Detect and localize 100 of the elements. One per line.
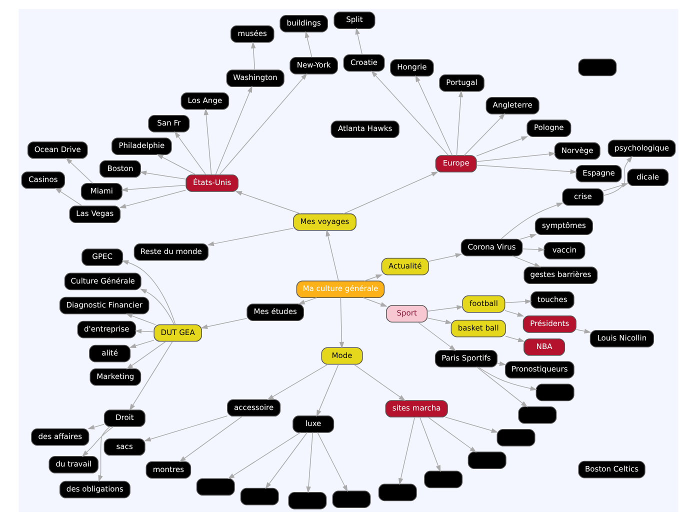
node-box xyxy=(424,470,462,488)
arrow xyxy=(417,321,456,350)
node-box: Washington xyxy=(226,69,284,87)
node-box: accessoire xyxy=(226,398,280,416)
node-box: Mes études xyxy=(246,303,304,320)
node-box: Angleterre xyxy=(485,96,539,114)
node-box: Reste du monde xyxy=(133,242,208,260)
arrow xyxy=(128,339,154,348)
arrow xyxy=(338,296,344,348)
arrow xyxy=(504,335,524,342)
arrow xyxy=(398,416,415,484)
arrow xyxy=(325,228,338,281)
node-box: Norvège xyxy=(554,142,600,160)
node-box: Paris Sportifs xyxy=(434,349,498,367)
node-box: Mode xyxy=(320,346,362,364)
arrow xyxy=(140,288,174,324)
node-box xyxy=(240,487,278,505)
arrow xyxy=(496,360,506,366)
node-box xyxy=(288,492,326,509)
node-box xyxy=(378,483,416,501)
arrow xyxy=(200,317,247,329)
arrow xyxy=(264,432,308,489)
node-box: symptômes xyxy=(534,217,592,234)
node-box: Croatie xyxy=(342,54,384,72)
arrow xyxy=(476,151,556,162)
node-box: Hongrie xyxy=(390,58,434,76)
node-box: psychologique xyxy=(607,139,676,157)
arrow xyxy=(316,432,348,492)
node-box: d'entreprise xyxy=(76,320,136,338)
node-box xyxy=(535,383,574,401)
node-box: Corona Virus xyxy=(460,238,522,256)
node-box: DUT GEA xyxy=(153,324,202,342)
arrow xyxy=(316,363,338,416)
arrow xyxy=(250,41,256,70)
arrow xyxy=(602,155,632,196)
node-box: Droit xyxy=(103,409,145,426)
arrow xyxy=(476,366,528,407)
arrow xyxy=(444,416,498,432)
arrow xyxy=(125,313,156,325)
arrow xyxy=(476,136,528,156)
arrow xyxy=(118,189,186,208)
arrow xyxy=(65,157,93,184)
arrow xyxy=(126,340,166,369)
node-box xyxy=(332,490,370,508)
node-box: Boston Celtics xyxy=(578,460,645,478)
arrow xyxy=(54,187,82,206)
node-box: basket ball xyxy=(450,319,506,337)
node-box xyxy=(578,58,616,76)
node-box: San Fr xyxy=(148,114,190,132)
arrow xyxy=(87,423,104,429)
node-box: sacs xyxy=(103,438,145,456)
node-box: Pronostiqueurs xyxy=(504,360,574,378)
node-box: Sport xyxy=(386,304,428,322)
node-box: Actualité xyxy=(380,257,428,275)
arrow xyxy=(575,328,591,333)
arrow xyxy=(174,130,206,175)
node-box: Pologne xyxy=(526,119,571,136)
node-box: Atlanta Hawks xyxy=(330,120,399,138)
arrow xyxy=(363,274,382,281)
arrow xyxy=(214,85,252,174)
node-box: Los Ange xyxy=(180,92,229,110)
node-box: New-York xyxy=(289,56,338,74)
node-box: Diagnostic Financier xyxy=(58,296,149,314)
node-box: des affaires xyxy=(30,428,89,446)
node-box: Boston xyxy=(99,160,140,178)
node-box: GPEC xyxy=(81,248,123,266)
node-box xyxy=(467,451,506,468)
arrow xyxy=(428,252,462,262)
arrow xyxy=(519,233,536,240)
arrow xyxy=(512,255,541,267)
arrow xyxy=(456,90,463,156)
node-box: Casinos xyxy=(20,170,65,188)
node-box: montres xyxy=(145,460,191,478)
arrow xyxy=(306,432,313,493)
arrow xyxy=(227,432,300,479)
arrow xyxy=(342,171,438,214)
arrow xyxy=(120,184,186,192)
arrow xyxy=(178,415,242,462)
node-box: sites marcha xyxy=(384,400,448,417)
node-box: Ocean Drive xyxy=(26,140,88,158)
node-box: du travail xyxy=(48,455,98,473)
node-box: Culture Générale xyxy=(64,272,141,290)
arrow xyxy=(297,296,316,304)
arrow xyxy=(353,364,406,400)
node-box: Louis Nicollin xyxy=(589,330,654,347)
arrow xyxy=(266,363,328,400)
arrow xyxy=(354,27,362,54)
node-box: Présidents xyxy=(522,315,576,332)
node-box: crise xyxy=(562,188,604,206)
arrow xyxy=(139,170,186,180)
arrow xyxy=(121,260,176,325)
arrow xyxy=(426,304,464,312)
arrow xyxy=(156,154,196,175)
node-box: football xyxy=(462,294,505,312)
node-box: États-Unis xyxy=(185,174,238,192)
node-box: des obligations xyxy=(59,480,130,498)
node-box xyxy=(196,478,234,496)
node-box: musées xyxy=(230,24,274,42)
arrow xyxy=(370,70,448,156)
arrow xyxy=(522,246,545,252)
